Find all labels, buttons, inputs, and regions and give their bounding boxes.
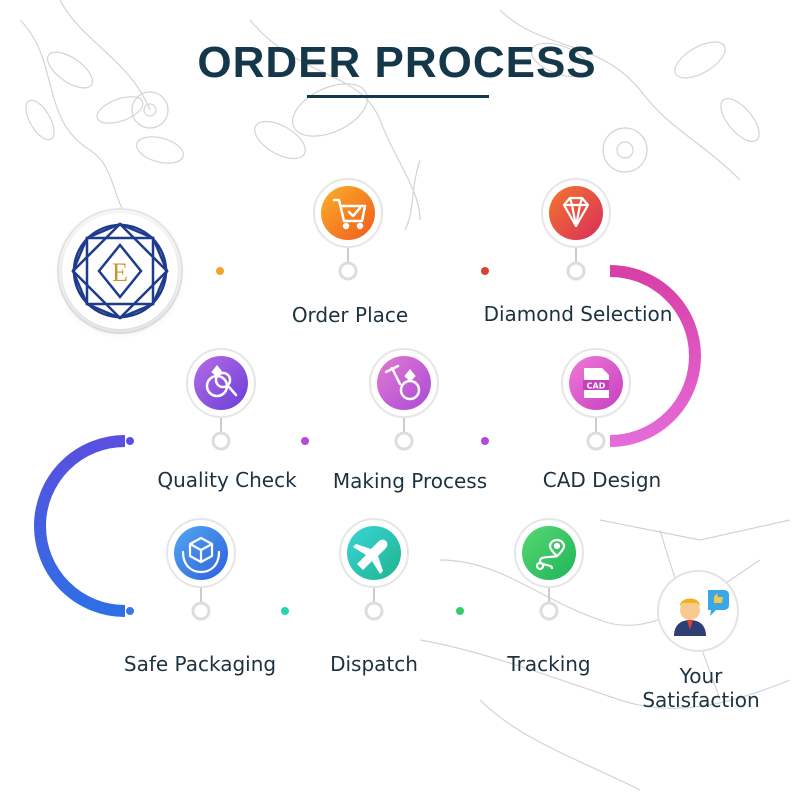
step-safe-packaging [166,518,236,621]
step-tracking [514,518,584,621]
step-label-safe-packaging: Safe Packaging [123,652,277,676]
step-diamond-selection [541,178,611,281]
step-order-place [313,178,383,281]
page-title: ORDER PROCESS [197,38,597,87]
step-cad-design: CAD [561,348,631,451]
step-label-making-process: Making Process [332,469,488,493]
title-underline [307,95,489,98]
cad-file-icon: CAD [583,368,609,398]
shopping-cart-icon [332,198,367,230]
ring-magnifier-icon [205,364,238,398]
svg-text:CAD: CAD [587,382,606,391]
step-quality-check [186,348,256,451]
step-label-cad-design: CAD Design [542,468,662,492]
thumbs-up-person-icon [674,590,729,636]
step-label-dispatch: Dispatch [330,652,418,676]
airplane-icon [353,539,388,574]
step-label-your-satisfaction-line-1: Your [679,664,723,688]
route-pin-icon [535,538,566,571]
step-making-process [369,348,439,451]
step-label-your-satisfaction: Your Satisfaction [642,664,759,712]
step-label-tracking: Tracking [507,652,591,676]
step-dispatch [339,518,409,621]
step-label-quality-check: Quality Check [157,468,297,492]
step-your-satisfaction [657,570,739,652]
step-label-diamond-selection: Diamond Selection [483,302,673,326]
step-label-your-satisfaction-line-2: Satisfaction [642,688,760,712]
ring-hammer-icon [384,364,421,401]
hands-box-icon [181,536,221,574]
diamond-icon [562,196,590,228]
step-label-order-place: Order Place [291,303,409,327]
brand-logo-letter: E [112,258,128,287]
